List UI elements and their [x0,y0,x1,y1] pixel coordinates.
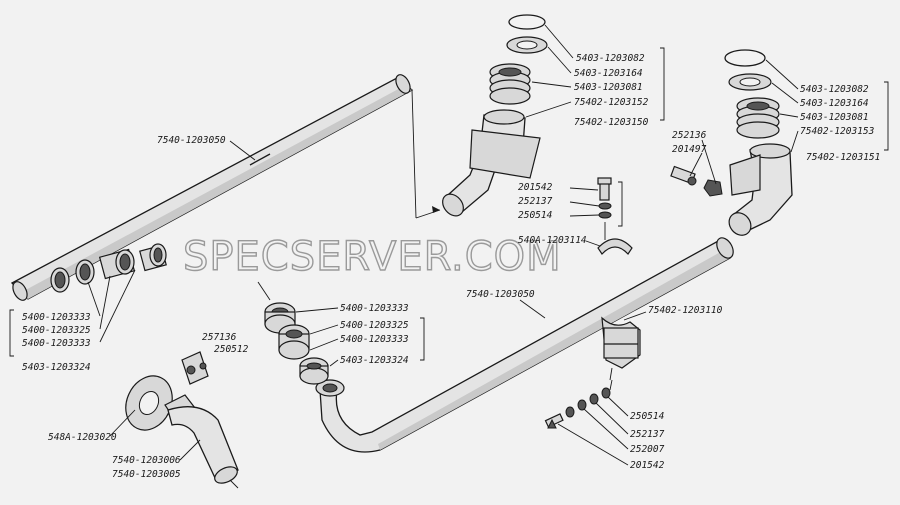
label-center-ring-2: 5400-1203325 [340,320,409,331]
label-left-ring-3: 5400-1203333 [22,338,91,349]
label-right-ring-3: 5403-1203081 [800,112,869,123]
watermark: SPECSERVER.COM [183,234,562,280]
main-bent-pipe [315,237,734,453]
bottom-left-flange-pipe [125,351,239,489]
label-right-group: 75402-1203151 [806,152,880,163]
long-straight-pipe [10,74,414,301]
label-main-pipe: 7540-1203050 [466,289,535,300]
label-clamp-top: 540A-1203114 [518,235,587,246]
label-left-ring-1: 5400-1203333 [22,312,91,323]
label-br-washer: 250514 [630,411,665,422]
right-flange-assembly [670,49,793,236]
label-bl-washer: 250512 [214,344,249,355]
label-right-bolt: 252136 [672,130,707,141]
label-mid-group: 75402-1203150 [574,117,649,128]
label-br-lockwasher: 252137 [630,429,665,440]
left-ring-set [50,243,167,293]
label-mid-ring-1: 5403-1203082 [576,53,645,64]
label-right-ring-1: 5403-1203082 [800,84,869,95]
label-right-nut: 201497 [672,144,707,155]
label-center-ring-3: 5400-1203333 [340,334,409,345]
label-mid-washer: 250514 [518,210,553,221]
middle-bolt-stack [597,177,633,255]
label-bracket: 75402-1203110 [648,305,723,316]
label-bl-bolt: 257136 [202,332,237,343]
middle-flange-assembly [411,14,548,219]
label-mid-bolt: 201542 [518,182,553,193]
label-right-flange: 75402-1203153 [800,126,875,137]
label-left-ring-2: 5400-1203325 [22,325,91,336]
label-bl-gasket: 548A-1203020 [48,432,117,443]
label-center-ring-4: 5403-1203324 [340,355,409,366]
bracket-bolt-stack [544,379,613,429]
label-bl-pipe-1: 7540-1203006 [112,455,181,466]
bracket-clamp [601,316,641,381]
label-top-left-pipe: 7540-1203050 [157,135,226,146]
label-br-bolt: 201542 [630,460,665,471]
label-mid-ring-3: 5403-1203081 [574,82,643,93]
center-ring-stack [257,281,329,385]
label-mid-lockwasher: 252137 [518,196,553,207]
label-mid-flange: 75402-1203152 [574,97,649,108]
label-center-ring-1: 5400-1203333 [340,303,409,314]
label-mid-ring-2: 5403-1203164 [574,68,643,79]
label-br-nut: 252007 [630,444,665,455]
label-right-ring-2: 5403-1203164 [800,98,869,109]
label-bl-pipe-2: 7540-1203005 [112,469,181,480]
label-left-ring-group: 5403-1203324 [22,362,91,373]
